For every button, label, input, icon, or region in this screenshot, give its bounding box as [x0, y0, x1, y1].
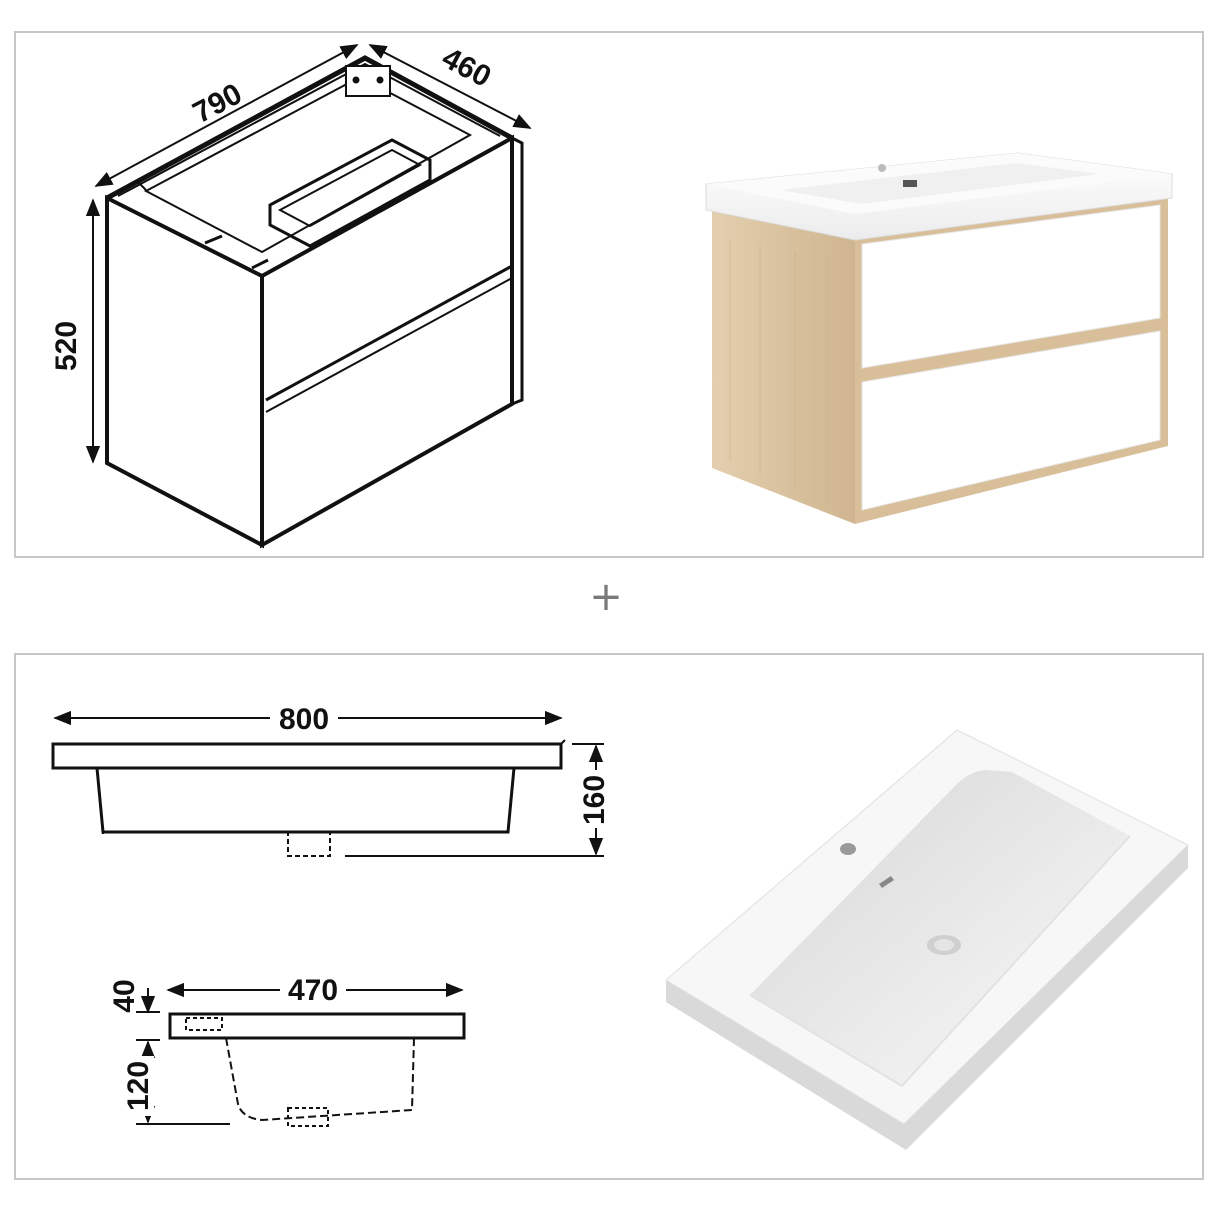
cabinet-height-dimension: 520: [50, 198, 101, 464]
basin-width-dimension: 800: [53, 700, 563, 736]
cabinet-render-wood-side: [712, 208, 855, 524]
basin-rim-label: 40: [108, 979, 141, 1012]
drawer-divider: [265, 264, 513, 402]
cabinet-render: [705, 152, 1173, 524]
basin-side-waste: [287, 1107, 329, 1127]
basin-bowl-label: 120: [122, 1061, 155, 1111]
basin-front-bowl: [95, 767, 516, 834]
tap-hole-icon: [878, 164, 886, 172]
siphon-cutout: [268, 138, 432, 248]
basin-rim-dimension: 40: [108, 979, 160, 1041]
basin-width-label: 800: [279, 703, 329, 736]
basin-side-slab: [168, 1012, 466, 1040]
cabinet-width-label: 790: [188, 77, 248, 130]
basin-height-dimension: 160: [345, 743, 614, 857]
plus-separator: +: [589, 574, 623, 620]
cabinet-depth-dimension: 460: [368, 41, 532, 129]
cabinet-render-drawer-bottom: [861, 330, 1161, 511]
cabinet-side-outline: [105, 194, 264, 549]
basin-depth-label: 470: [288, 974, 338, 1007]
basin-side-view: [168, 1012, 466, 1127]
basin-render: [665, 729, 1189, 1150]
basin-depth-dimension: 470: [166, 972, 464, 1008]
basin-front-slab: [51, 742, 563, 770]
basin-tap-hole-icon: [840, 843, 856, 855]
basin-front-view: [51, 739, 566, 857]
basin-height-label: 160: [578, 775, 611, 825]
cabinet-width-dimension: 790: [94, 44, 359, 187]
basin-side-bowl: [225, 1037, 415, 1122]
cabinet-height-label: 520: [50, 321, 83, 371]
cabinet-drawing: [105, 55, 524, 549]
basin-bowl-dimension: 120: [122, 1040, 230, 1125]
basin-render-edge: [666, 845, 1188, 1150]
basin-front-waste: [287, 831, 331, 857]
cabinet-depth-label: 460: [437, 41, 497, 94]
basin-render-bowl: [750, 770, 1130, 1086]
basin-overflow-icon: [879, 876, 894, 888]
hanging-bracket-icon: [345, 65, 391, 97]
overflow-slot-icon: [903, 180, 917, 187]
cabinet-render-drawer-top: [861, 204, 1161, 369]
